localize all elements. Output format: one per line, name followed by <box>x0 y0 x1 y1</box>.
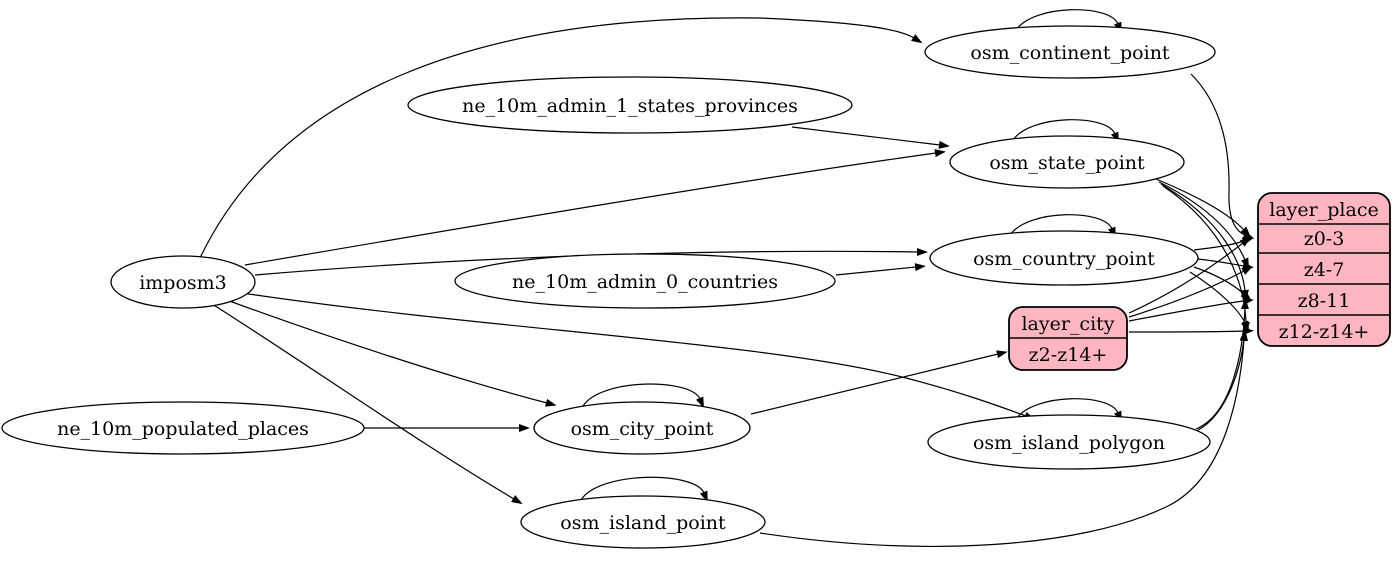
edge-osm_island_polygon-to-layer_place-z12-z14 <box>1191 329 1248 434</box>
edge-osm_continent_point-to-layer_place-z0-3 <box>1190 73 1255 239</box>
node-osm_country_point: osm_country_point <box>929 230 1199 286</box>
edge-osm_country_point-to-layer_place-z12-z14 <box>1189 271 1250 333</box>
node-osm_continent_point: osm_continent_point <box>924 25 1216 79</box>
node-osm_city_point: osm_city_point <box>533 401 751 455</box>
node-osm_island_polygon: osm_island_polygon <box>927 414 1211 470</box>
edge-osm_city_point-to-layer_city-z2-z14 <box>750 350 1008 415</box>
self-loop-osm_country_point <box>1009 214 1116 239</box>
edge-imposm3-to-osm_island_polygon <box>241 292 1036 420</box>
edge-ne_10m_admin_0_countries-to-osm_country_point <box>835 263 926 276</box>
node-label: osm_island_point <box>560 512 726 534</box>
node-label: ne_10m_admin_0_countries <box>512 271 778 293</box>
edge-osm_country_point-to-layer_place-z8-11 <box>1193 266 1252 301</box>
edge-ne_10m_admin_1_states_provinces-to-osm_state_point <box>791 126 950 149</box>
record-layer_place: layer_place z0-3 z4-7 z8-11 z12-z14+ <box>1257 192 1391 347</box>
edge-layer_city-to-layer_place-z4-7 <box>1128 266 1253 318</box>
self-loop-osm_state_point <box>1012 119 1119 144</box>
node-imposm3: imposm3 <box>110 255 256 309</box>
node-shape <box>1 401 365 455</box>
self-loop-osm_island_polygon <box>1015 398 1122 423</box>
node-label: osm_state_point <box>989 152 1145 174</box>
edges-layer <box>199 9 1255 547</box>
self-loop-osm_continent_point <box>1015 9 1122 34</box>
node-shape <box>949 135 1185 189</box>
record-title: layer_place <box>1269 199 1378 221</box>
self-loop-osm_island_point <box>580 476 708 503</box>
node-shape <box>924 25 1216 79</box>
node-shape <box>520 495 766 549</box>
edge-osm_country_point-to-layer_place-z4-7 <box>1196 258 1254 270</box>
node-label: osm_continent_point <box>970 42 1170 64</box>
record-layer_city: layer_city z2-z14+ <box>1008 306 1128 371</box>
node-shape <box>533 401 751 455</box>
edge-layer_city-to-layer_place-z8-11 <box>1128 297 1254 322</box>
record-row-z8-11: z8-11 <box>1298 290 1351 312</box>
node-osm_state_point: osm_state_point <box>949 135 1185 189</box>
edge-layer_city-to-layer_place-z12-z14 <box>1128 327 1254 336</box>
node-shape <box>454 253 836 309</box>
node-shape <box>929 230 1199 286</box>
record-row-z12-z14: z12-z14+ <box>1279 321 1370 343</box>
node-label: imposm3 <box>139 272 227 294</box>
record-shape <box>1257 192 1391 347</box>
edge-osm_state_point-to-layer_place-z0-3 <box>1155 178 1251 238</box>
edge-osm_island_polygon-to-layer_place-z8-11 <box>1195 298 1249 430</box>
node-label: osm_city_point <box>571 418 714 440</box>
record-row-z0-3: z0-3 <box>1304 228 1345 250</box>
node-shape <box>110 255 256 309</box>
edge-osm_state_point-to-layer_place-z8-11 <box>1160 183 1249 301</box>
edge-osm_state_point-to-layer_place-z4-7 <box>1158 181 1249 270</box>
record-row-z4-7: z4-7 <box>1304 259 1345 281</box>
edge-imposm3-to-osm_island_point <box>211 303 523 505</box>
node-osm_island_point: osm_island_point <box>520 495 766 549</box>
edge-imposm3-to-osm_continent_point <box>199 17 923 259</box>
node-label: ne_10m_admin_1_states_provinces <box>462 95 798 117</box>
node-ne_10m_admin_1_states_provinces: ne_10m_admin_1_states_provinces <box>407 76 853 134</box>
edge-imposm3-to-osm_city_point <box>223 298 557 407</box>
self-loop-osm_city_point <box>582 383 704 409</box>
node-ne_10m_populated_places: ne_10m_populated_places <box>1 401 365 455</box>
nodes-layer: imposm3 ne_10m_admin_1_states_provinces … <box>1 25 1391 549</box>
record-row-z2-z14: z2-z14+ <box>1029 344 1108 366</box>
edge-layer_city-to-layer_place-z0-3 <box>1128 236 1251 314</box>
record-title: layer_city <box>1021 313 1114 335</box>
node-label: osm_country_point <box>973 248 1155 270</box>
node-label: ne_10m_populated_places <box>57 418 309 440</box>
node-shape <box>407 76 853 134</box>
edge-osm_island_point-to-layer_place-z12-z14 <box>759 330 1248 547</box>
node-shape <box>927 414 1211 470</box>
node-ne_10m_admin_0_countries: ne_10m_admin_0_countries <box>454 253 836 309</box>
edge-imposm3-to-osm_state_point <box>244 149 946 266</box>
node-label: osm_island_polygon <box>973 432 1165 454</box>
